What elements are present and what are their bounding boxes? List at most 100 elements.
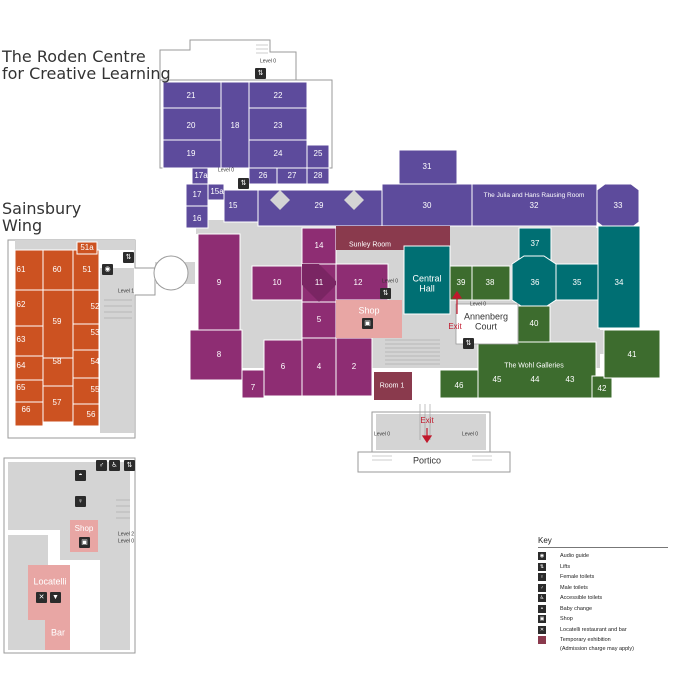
room-63[interactable]: 63 — [16, 335, 26, 344]
key-item: Temporary exhibition — [538, 635, 668, 646]
room-1-label: Room 1 — [379, 382, 405, 390]
room-56[interactable]: 56 — [86, 410, 96, 419]
level-label-roden: Level 0 — [259, 58, 277, 65]
female-toilets-icon: ♀ — [75, 496, 86, 507]
room-10[interactable]: 10 — [272, 278, 282, 287]
room-41[interactable]: 41 — [627, 350, 637, 359]
room-8[interactable]: 8 — [216, 350, 222, 359]
room-15[interactable]: 15 — [228, 201, 238, 210]
room-14[interactable]: 14 — [314, 241, 324, 250]
room-45[interactable]: 45 — [492, 375, 502, 384]
portico-label: Portico — [412, 455, 442, 466]
room-59[interactable]: 59 — [52, 317, 62, 326]
room-7[interactable]: 7 — [250, 383, 256, 392]
room-30[interactable]: 30 — [422, 201, 432, 210]
lift-icon: ⇅ — [380, 288, 391, 299]
key-item-label: Locatelli restaurant and bar — [560, 626, 627, 633]
room-17[interactable]: 17 — [192, 190, 202, 199]
room-52[interactable]: 52 — [90, 302, 100, 311]
room-17a[interactable]: 17a — [194, 171, 208, 180]
key-item-label: Audio guide — [560, 553, 590, 560]
room-65[interactable]: 65 — [16, 383, 26, 392]
room-51a[interactable]: 51a — [80, 243, 94, 252]
room-66[interactable]: 66 — [21, 405, 31, 414]
level-label-portico-right: Level 0 — [461, 431, 479, 438]
room-25[interactable]: 25 — [313, 149, 323, 158]
level-label-portico-left: Level 0 — [373, 431, 391, 438]
level-label-lower-0: Level 0 — [117, 538, 135, 545]
key-item-label: Baby change — [560, 605, 593, 612]
room-11-octagon — [302, 264, 336, 302]
temporary-exhibition-icon — [538, 636, 546, 645]
room-15a[interactable]: 15a — [210, 187, 224, 196]
room-39[interactable]: 39 — [456, 278, 466, 287]
room-57[interactable]: 57 — [52, 398, 62, 407]
room-32[interactable]: 32 — [529, 201, 539, 210]
rotunda — [153, 255, 189, 291]
key-item: ◓ Baby change — [538, 604, 668, 615]
room-51[interactable]: 51 — [82, 265, 92, 274]
room-44[interactable]: 44 — [530, 375, 540, 384]
map-key: Key ◉Audio guide⇅Lifts♀Female toilets♂Ma… — [538, 536, 668, 652]
room-20[interactable]: 20 — [186, 121, 196, 130]
room-54[interactable]: 54 — [90, 357, 100, 366]
locatelli-label: Locatelli — [33, 576, 67, 587]
room-5[interactable]: 5 — [316, 315, 322, 324]
room-26[interactable]: 26 — [258, 171, 268, 180]
room-19[interactable]: 19 — [186, 149, 196, 158]
room-6[interactable]: 6 — [280, 362, 286, 371]
room-55[interactable]: 55 — [90, 385, 100, 394]
room-46[interactable]: 46 — [454, 381, 464, 390]
key-item-label: Female toilets — [560, 574, 595, 581]
room-1[interactable] — [374, 372, 412, 400]
room-18[interactable]: 18 — [230, 121, 240, 130]
room-38[interactable]: 38 — [485, 278, 495, 287]
room-27[interactable]: 27 — [287, 171, 297, 180]
room-29[interactable]: 29 — [314, 201, 324, 210]
room-11[interactable]: 11 — [314, 278, 324, 287]
room-34[interactable]: 34 — [614, 278, 624, 287]
room-22[interactable]: 22 — [273, 91, 283, 100]
restaurant-bar-icon: ✕ — [538, 625, 546, 634]
roden-centre-title: The Roden Centre for Creative Learning — [2, 47, 171, 83]
room-40[interactable]: 40 — [529, 319, 539, 328]
room-16[interactable]: 16 — [192, 214, 202, 223]
key-item-label: Male toilets — [560, 584, 588, 591]
julia-hans-rausing-room[interactable]: The Julia and Hans Rausing Room — [483, 191, 585, 199]
room-31[interactable]: 31 — [422, 162, 432, 171]
room-12[interactable]: 12 — [353, 278, 363, 287]
key-item: ▣Shop — [538, 614, 668, 625]
restaurant-icon: ✕ — [36, 592, 47, 603]
room-2[interactable]: 2 — [351, 362, 357, 371]
room-9[interactable]: 9 — [216, 278, 222, 287]
key-item: ✕ Locatelli restaurant and bar — [538, 625, 668, 636]
room-36[interactable]: 36 — [530, 278, 540, 287]
exit-upper-label: Exit — [448, 322, 462, 331]
room-4[interactable]: 4 — [316, 362, 322, 371]
lift-icon: ⇅ — [124, 460, 135, 471]
room-42[interactable]: 42 — [597, 384, 607, 393]
room-61[interactable]: 61 — [16, 265, 26, 274]
room-35[interactable]: 35 — [572, 278, 582, 287]
wohl-galleries-label: The Wohl Galleries — [504, 362, 564, 370]
room-53[interactable]: 53 — [90, 328, 100, 337]
level-label-annenberg: Level 0 — [469, 301, 487, 308]
room-60[interactable]: 60 — [52, 265, 62, 274]
room-21[interactable]: 21 — [186, 91, 196, 100]
baby-change-icon: ◓ — [538, 604, 546, 613]
room-62[interactable]: 62 — [16, 300, 26, 309]
room-64[interactable]: 64 — [16, 361, 26, 370]
room-23[interactable]: 23 — [273, 121, 283, 130]
room-37[interactable]: 37 — [530, 239, 540, 248]
lift-icon: ⇅ — [255, 68, 266, 79]
room-58[interactable]: 58 — [52, 357, 62, 366]
lift-icon: ⇅ — [463, 338, 474, 349]
room-33[interactable]: 33 — [613, 201, 623, 210]
room-43[interactable]: 43 — [565, 375, 575, 384]
room-24[interactable]: 24 — [273, 149, 283, 158]
accessible-toilets-icon: ♿ — [538, 594, 546, 603]
key-item-label: Temporary exhibition — [560, 637, 611, 644]
room-28[interactable]: 28 — [313, 171, 323, 180]
